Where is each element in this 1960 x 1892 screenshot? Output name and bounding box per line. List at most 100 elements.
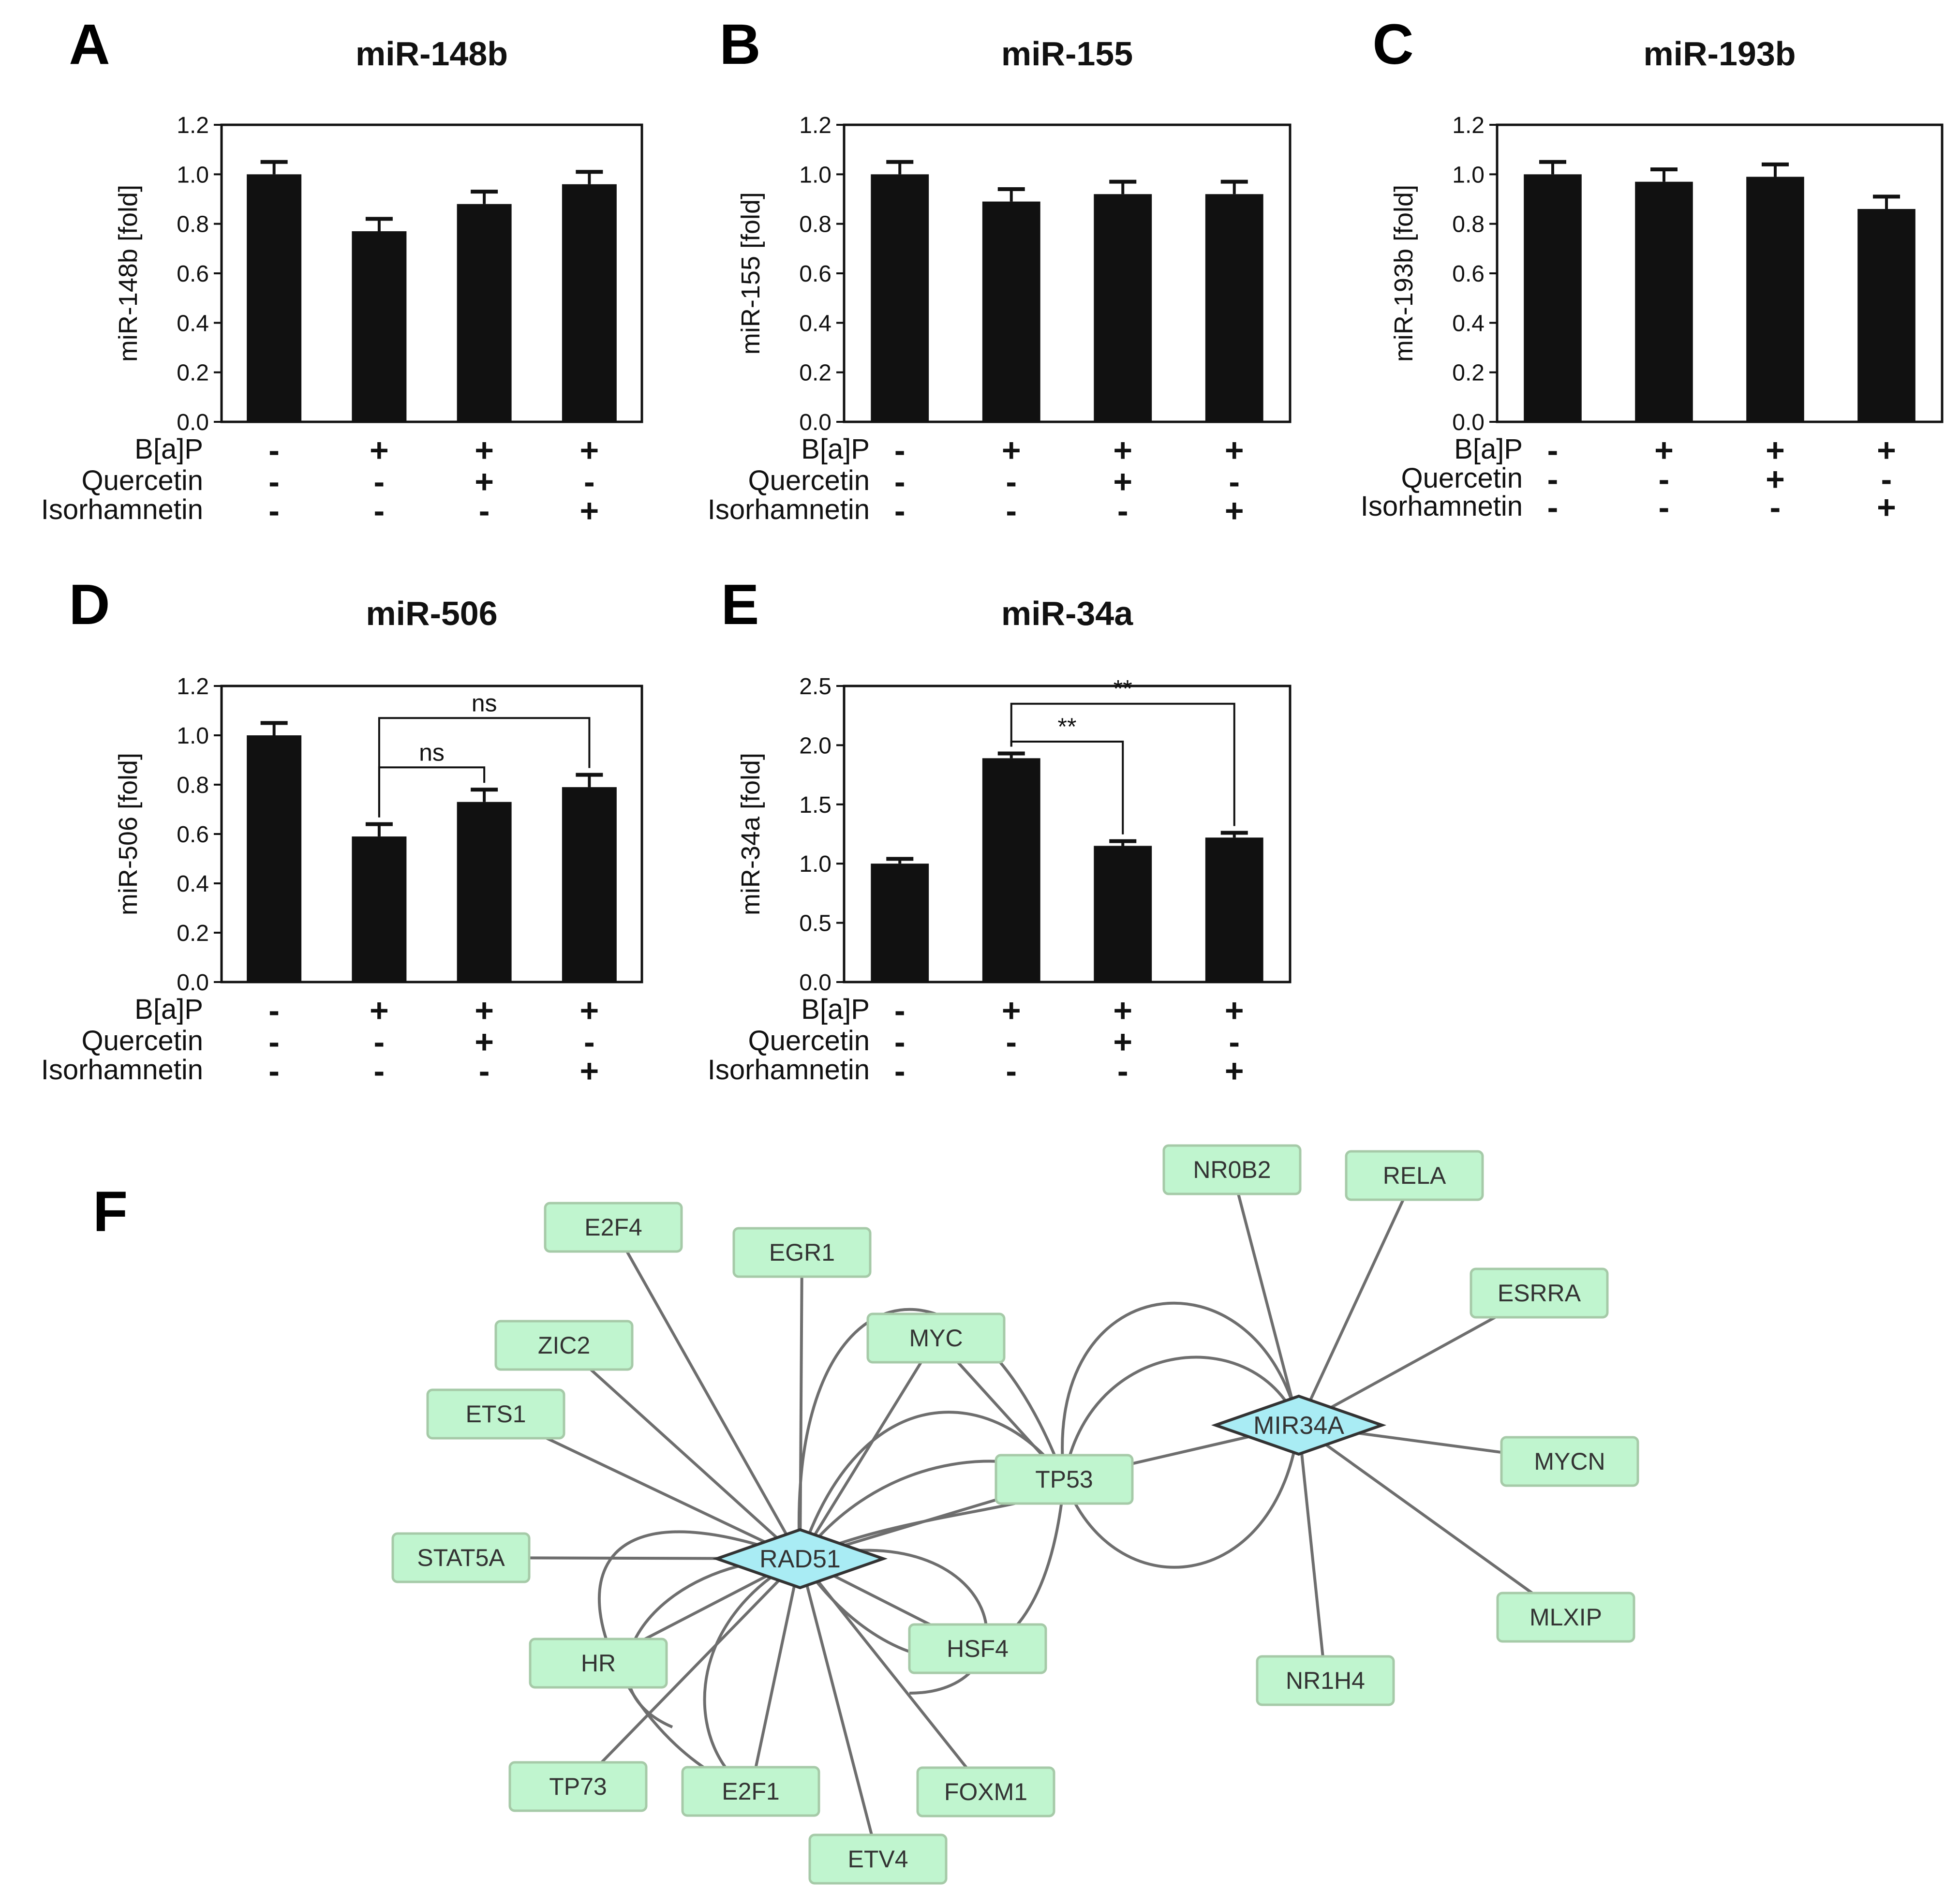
treatment-label: B[a]P bbox=[801, 433, 870, 465]
significance-bracket bbox=[378, 717, 591, 818]
plot-frame bbox=[843, 685, 1292, 983]
treatment-sign: - bbox=[374, 1053, 385, 1089]
network-edge bbox=[1297, 1175, 1416, 1426]
treatment-sign: - bbox=[1117, 492, 1128, 529]
y-tick-label: 0.2 bbox=[1452, 360, 1485, 386]
treatment-sign: + bbox=[475, 463, 494, 500]
panel-letter: E bbox=[721, 573, 759, 637]
treatment-sign: - bbox=[1006, 1024, 1017, 1060]
treatment-sign: - bbox=[1229, 1024, 1240, 1060]
treatment-sign: + bbox=[1113, 992, 1132, 1029]
gene-node bbox=[1256, 1655, 1395, 1706]
treatment-sign: - bbox=[268, 463, 280, 500]
treatment-sign: + bbox=[475, 992, 494, 1029]
treatment-sign: - bbox=[374, 463, 385, 500]
y-tick-label: 1.2 bbox=[177, 674, 209, 700]
network-edge-curve bbox=[797, 1308, 1066, 1559]
panel-letter: F bbox=[93, 1180, 128, 1244]
bar bbox=[1857, 209, 1915, 422]
y-tick-label: 0.2 bbox=[177, 921, 209, 946]
y-tick-label: 0.8 bbox=[799, 212, 832, 238]
treatment-sign: - bbox=[374, 1024, 385, 1060]
treatment-sign: - bbox=[268, 1053, 280, 1089]
gene-node bbox=[866, 1312, 1006, 1364]
y-axis-label: miR-193b [fold] bbox=[1389, 185, 1418, 362]
gene-node-label: MLXIP bbox=[1529, 1604, 1602, 1631]
bar bbox=[247, 735, 302, 982]
treatment-sign: - bbox=[268, 1024, 280, 1060]
treatment-sign: + bbox=[1225, 432, 1244, 469]
gene-node-label: E2F1 bbox=[722, 1778, 780, 1805]
treatment-sign: + bbox=[1002, 432, 1021, 469]
chart-title: miR-506 bbox=[366, 595, 497, 632]
treatment-sign: - bbox=[479, 492, 490, 529]
gene-node bbox=[808, 1833, 948, 1885]
bar bbox=[871, 174, 929, 422]
treatment-sign: - bbox=[479, 1053, 490, 1089]
gene-node-label: ETS1 bbox=[465, 1400, 526, 1428]
treatment-sign: + bbox=[475, 432, 494, 469]
gene-node bbox=[995, 1454, 1134, 1505]
y-tick-label: 1.0 bbox=[799, 851, 832, 877]
treatment-label: Isorhamnetin bbox=[41, 494, 203, 525]
gene-node-label: ETV4 bbox=[847, 1846, 908, 1873]
bar bbox=[352, 231, 407, 422]
network-edge-curve bbox=[800, 1549, 988, 1695]
treatment-sign: - bbox=[1547, 489, 1559, 526]
y-tick-label: 1.2 bbox=[177, 113, 209, 138]
treatment-sign: - bbox=[894, 492, 906, 529]
panel-letter: B bbox=[719, 13, 760, 76]
treatment-sign: - bbox=[1770, 489, 1781, 526]
treatment-sign: + bbox=[1877, 432, 1896, 469]
network-edge-curve bbox=[703, 1557, 801, 1793]
treatment-label: B[a]P bbox=[134, 994, 203, 1025]
y-tick-label: 1.5 bbox=[799, 792, 832, 818]
treatment-sign: - bbox=[1547, 432, 1559, 469]
treatment-sign: - bbox=[1117, 1053, 1128, 1089]
gene-node-label: ESRRA bbox=[1498, 1280, 1581, 1307]
significance-label: ns bbox=[472, 689, 497, 716]
treatment-sign: - bbox=[268, 492, 280, 529]
y-tick-label: 0.0 bbox=[799, 970, 832, 996]
bar bbox=[562, 184, 617, 422]
hub-node bbox=[1211, 1394, 1387, 1456]
treatment-label: B[a]P bbox=[801, 994, 870, 1025]
bar bbox=[1746, 177, 1804, 422]
treatment-sign: + bbox=[370, 992, 389, 1029]
significance-label: ns bbox=[419, 739, 445, 766]
hub-node-label: MIR34A bbox=[1253, 1412, 1344, 1440]
y-tick-label: 0.6 bbox=[177, 822, 209, 848]
gene-node-label: TP73 bbox=[549, 1773, 607, 1800]
y-axis-label: miR-506 [fold] bbox=[114, 753, 143, 915]
network-edge bbox=[1297, 1425, 1327, 1681]
treatment-sign: - bbox=[584, 463, 595, 500]
treatment-sign: + bbox=[1113, 432, 1132, 469]
network-edge-curve bbox=[598, 1530, 801, 1793]
network-edge bbox=[799, 1558, 987, 1793]
gene-node-label: HR bbox=[581, 1650, 616, 1677]
network-edge bbox=[612, 1226, 802, 1560]
network-edge-curve bbox=[1063, 1425, 1300, 1569]
gene-node-label: FOXM1 bbox=[944, 1778, 1027, 1805]
treatment-sign: - bbox=[1659, 461, 1670, 498]
treatment-sign: + bbox=[1113, 1024, 1132, 1060]
bar bbox=[1094, 846, 1152, 982]
treatment-sign: - bbox=[268, 432, 280, 469]
y-tick-label: 0.4 bbox=[799, 311, 832, 336]
y-tick-label: 1.0 bbox=[1452, 162, 1485, 188]
gene-node-label: NR1H4 bbox=[1286, 1667, 1365, 1694]
gene-node bbox=[494, 1320, 634, 1371]
treatment-sign: + bbox=[580, 992, 599, 1029]
treatment-label: Quercetin bbox=[748, 465, 870, 496]
treatment-label: Isorhamnetin bbox=[1361, 491, 1523, 522]
gene-node bbox=[1162, 1144, 1302, 1195]
treatment-sign: - bbox=[374, 492, 385, 529]
network-edge bbox=[799, 1558, 879, 1860]
gene-node bbox=[529, 1638, 668, 1689]
gene-node bbox=[1345, 1150, 1484, 1201]
